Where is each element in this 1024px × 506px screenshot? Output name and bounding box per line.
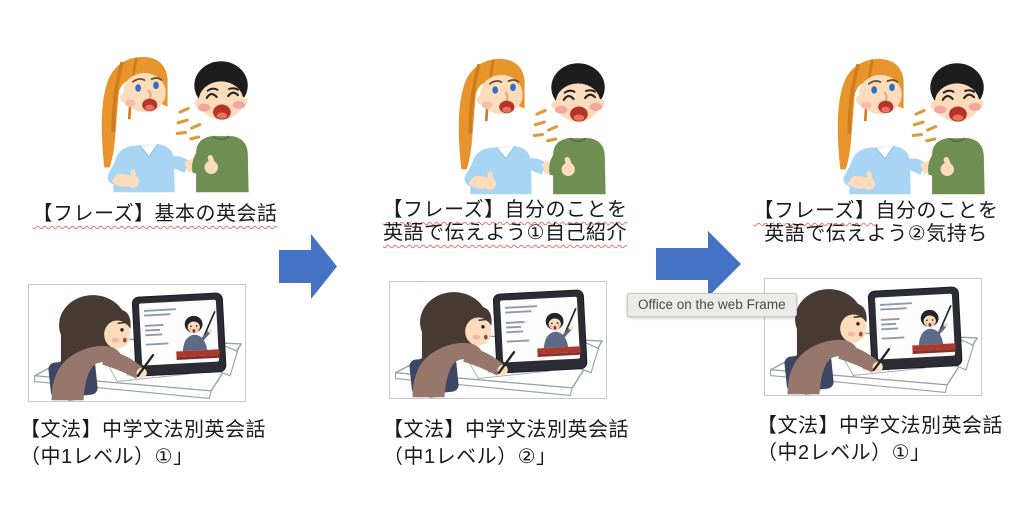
right-arrow-icon [656, 231, 741, 297]
phrase-caption-2-line1: 【フレーズ】自分のことを [382, 199, 628, 221]
phrase-caption-2-line2: 英語で伝えよう①自己紹介 [383, 222, 627, 244]
grammar-caption-1-line1: 【文法】中学文法別英会話 [20, 419, 266, 441]
online-lesson-illustration [764, 278, 982, 396]
phrase-caption-3: 【フレーズ】自分のことを 英語で伝えよう②気持ち [720, 200, 1024, 246]
right-arrow-shape [279, 234, 337, 299]
grammar-caption-3-line2: （中2レベル）①」 [757, 442, 931, 464]
phrase-caption-1: 【フレーズ】基本の英会話 [0, 203, 310, 226]
grammar-caption-2-line1: 【文法】中学文法別英会話 [383, 419, 629, 441]
online-lesson-illustration [28, 284, 246, 402]
phrase-caption-3-head: 【フレーズ】 [753, 200, 876, 222]
conversation-illustration [58, 44, 254, 198]
right-arrow-icon [279, 234, 337, 299]
grammar-caption-3-line1: 【文法】中学文法別英会話 [757, 415, 1003, 437]
grammar-caption-2-line2: （中1レベル）②」 [383, 446, 557, 468]
phrase-caption-2: 【フレーズ】自分のことを 英語で伝えよう①自己紹介 [350, 199, 660, 245]
grammar-caption-1-line2: （中1レベル）①」 [20, 446, 194, 468]
conversation-illustration [415, 46, 611, 200]
phrase-caption-1-line1: 【フレーズ】基本の英会話 [32, 203, 278, 225]
online-lesson-illustration [389, 281, 607, 399]
phrase-caption-3-rest: 自分のことを [875, 200, 999, 222]
grammar-caption-3: 【文法】中学文法別英会話 （中2レベル）①」 [757, 413, 1003, 467]
right-arrow-shape [656, 231, 741, 297]
iframe-hover-tooltip: Office on the web Frame [627, 293, 797, 317]
grammar-caption-1: 【文法】中学文法別英会話 （中1レベル）①」 [20, 417, 266, 471]
phrase-caption-3-line2: 英語で伝えよう②気持ち [764, 223, 988, 245]
grammar-caption-2: 【文法】中学文法別英会話 （中1レベル）②」 [383, 417, 629, 471]
conversation-illustration [794, 46, 990, 200]
